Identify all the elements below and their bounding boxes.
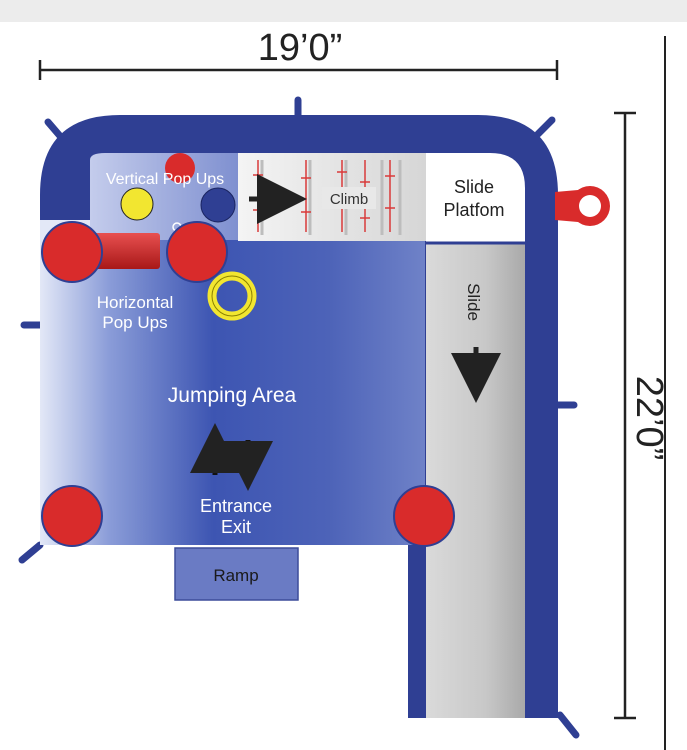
slide-label: Slide — [464, 283, 483, 321]
pillar-bottom-right — [393, 485, 455, 547]
climb-label: Climb — [330, 191, 368, 208]
anchor-stake-bottom-right — [556, 711, 580, 739]
frame-edge-line — [664, 36, 666, 750]
entrance-label-line2: Exit — [221, 517, 251, 537]
ramp — [174, 547, 299, 601]
vertical-pop-up-red — [165, 153, 195, 183]
handle-ring-hole — [579, 195, 601, 217]
horizontal-pop-up-tube — [88, 233, 160, 269]
vertical-pop-ups-area — [90, 153, 238, 240]
climb-label-bg — [322, 187, 376, 209]
jumping-area-label: Jumping Area — [168, 384, 297, 407]
ramp-label: Ramp — [213, 566, 258, 585]
height-dimension-label: 22’0” — [628, 376, 670, 461]
anchor-stakes — [18, 96, 580, 739]
entrance-label-line1: Entrance — [200, 496, 272, 516]
slide-platform-label-line2: Platfom — [443, 200, 504, 220]
vertical-pop-ups-label: Vertical Pop Ups — [106, 171, 224, 188]
pillar-top-middle — [166, 221, 228, 283]
slide-platform-label-line1: Slide — [454, 177, 494, 197]
slide-lane — [426, 243, 525, 718]
anchor-stake-top-left — [44, 118, 64, 140]
anchor-stake-top-right — [534, 116, 556, 138]
slide-platform — [426, 153, 525, 243]
vertical-pop-up-yellow — [120, 187, 154, 221]
horizontal-pop-up-ring-outline — [211, 275, 253, 317]
height-dimension: 22’0” — [614, 111, 670, 720]
pillar-top-left — [41, 221, 103, 283]
horizontal-pop-ups-label-line2: Pop Ups — [102, 313, 167, 332]
pillar-bottom-left — [41, 485, 103, 547]
anchor-stake-bottom-left — [18, 541, 44, 564]
top-background-band — [0, 0, 687, 22]
width-dimension: 19’0” — [38, 27, 559, 80]
horizontal-pop-ups-label-line1: Horizontal — [97, 293, 174, 312]
jumping-floor — [40, 240, 425, 545]
vertical-pop-up-blue — [200, 187, 236, 223]
width-dimension-label: 19’0” — [258, 27, 343, 69]
